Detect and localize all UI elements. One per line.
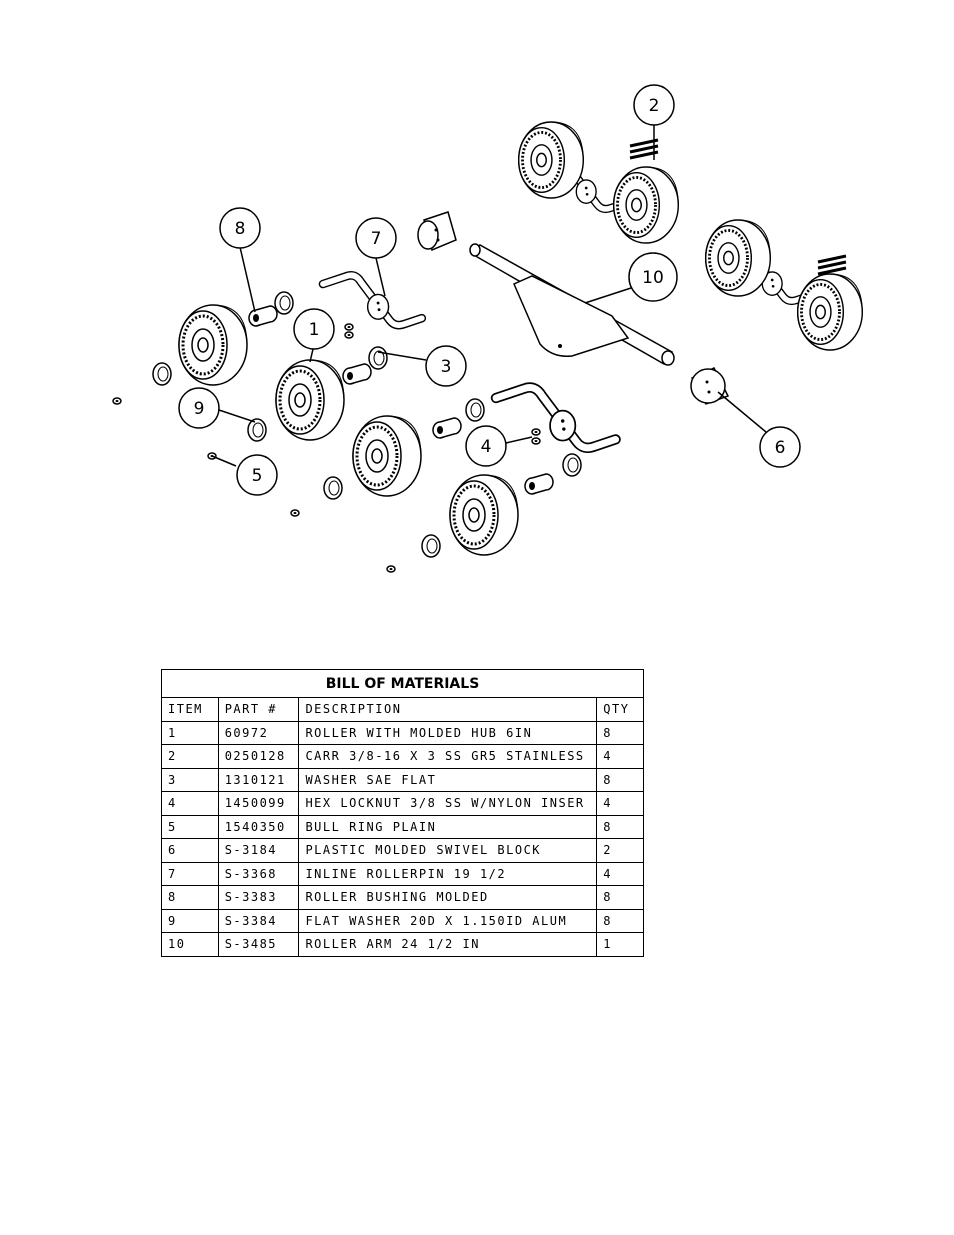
- callout-item-5: 5: [236, 454, 278, 496]
- bill-of-materials-table: BILL OF MATERIALS ITEM PART # DESCRIPTIO…: [161, 669, 644, 957]
- callout-item-1: 1: [293, 308, 335, 350]
- cell-part-number: 1540350: [217, 814, 300, 839]
- cell-qty: 1: [596, 932, 644, 957]
- cell-description: FLAT WASHER 20D X 1.150ID ALUM: [298, 908, 598, 933]
- svg-text:9: 9: [194, 399, 205, 419]
- cell-description: ROLLER ARM 24 1/2 IN: [298, 932, 598, 957]
- cell-item: 10: [161, 932, 219, 957]
- svg-text:2: 2: [649, 96, 660, 116]
- cell-qty: 4: [596, 791, 644, 816]
- cell-qty: 8: [596, 908, 644, 933]
- cell-part-number: S-3485: [217, 932, 300, 957]
- cell-part-number: S-3184: [217, 838, 300, 863]
- cell-qty: 4: [596, 744, 644, 769]
- cell-qty: 2: [596, 838, 644, 863]
- svg-text:10: 10: [642, 268, 664, 288]
- cell-item: 3: [161, 767, 219, 792]
- cell-part-number: 0250128: [217, 744, 300, 769]
- svg-text:4: 4: [481, 437, 492, 457]
- cell-qty: 8: [596, 814, 644, 839]
- cell-item: 8: [161, 885, 219, 910]
- callout-item-9: 9: [178, 387, 220, 429]
- svg-text:8: 8: [235, 219, 246, 239]
- cell-part-number: S-3384: [217, 908, 300, 933]
- cell-item: 7: [161, 861, 219, 886]
- svg-text:7: 7: [371, 229, 382, 249]
- leader-lines: [211, 125, 767, 467]
- bom-header-row: ITEM PART # DESCRIPTION QTY: [161, 697, 644, 722]
- column-header-item: ITEM: [161, 697, 219, 722]
- roller-arm: [469, 243, 675, 366]
- callout-item-4: 4: [465, 425, 507, 467]
- cell-description: BULL RING PLAIN: [298, 814, 598, 839]
- cell-description: HEX LOCKNUT 3/8 SS W/NYLON INSER: [298, 791, 598, 816]
- callout-item-10: 10: [628, 252, 678, 302]
- cell-qty: 8: [596, 720, 644, 745]
- cell-qty: 8: [596, 767, 644, 792]
- cell-item: 9: [161, 908, 219, 933]
- cell-description: INLINE ROLLERPIN 19 1/2: [298, 861, 598, 886]
- cell-item: 1: [161, 720, 219, 745]
- svg-text:6: 6: [775, 438, 786, 458]
- callout-item-3: 3: [425, 345, 467, 387]
- svg-text:3: 3: [441, 357, 452, 377]
- cell-description: ROLLER BUSHING MOLDED: [298, 885, 598, 910]
- swivel-blocks: [417, 211, 730, 405]
- cell-item: 4: [161, 791, 219, 816]
- cell-description: WASHER SAE FLAT: [298, 767, 598, 792]
- cell-part-number: 60972: [217, 720, 300, 745]
- cell-qty: 4: [596, 861, 644, 886]
- exploded-assembly-drawing: 2 8 7 10 1 3 9 4 6 5: [112, 84, 864, 573]
- column-header-part: PART #: [217, 697, 300, 722]
- cell-description: ROLLER WITH MOLDED HUB 6IN: [298, 720, 598, 745]
- assembled-wheelset-right: [704, 218, 864, 352]
- cell-description: CARR 3/8-16 X 3 SS GR5 STAINLESS: [298, 744, 598, 769]
- cell-item: 6: [161, 838, 219, 863]
- exploded-rollers: [177, 303, 520, 557]
- bom-title: BILL OF MATERIALS: [161, 669, 644, 698]
- cell-qty: 8: [596, 885, 644, 910]
- svg-text:1: 1: [309, 320, 320, 340]
- callout-item-7: 7: [355, 217, 397, 259]
- cell-item: 2: [161, 744, 219, 769]
- cell-item: 5: [161, 814, 219, 839]
- callout-item-2: 2: [633, 84, 675, 126]
- cell-part-number: S-3368: [217, 861, 300, 886]
- cell-description: PLASTIC MOLDED SWIVEL BLOCK: [298, 838, 598, 863]
- callout-item-6: 6: [759, 426, 801, 468]
- callout-item-8: 8: [219, 207, 261, 249]
- cell-part-number: 1310121: [217, 767, 300, 792]
- cell-part-number: S-3383: [217, 885, 300, 910]
- column-header-description: DESCRIPTION: [298, 697, 598, 722]
- svg-text:5: 5: [252, 466, 263, 486]
- cell-part-number: 1450099: [217, 791, 300, 816]
- column-header-qty: QTY: [596, 697, 644, 722]
